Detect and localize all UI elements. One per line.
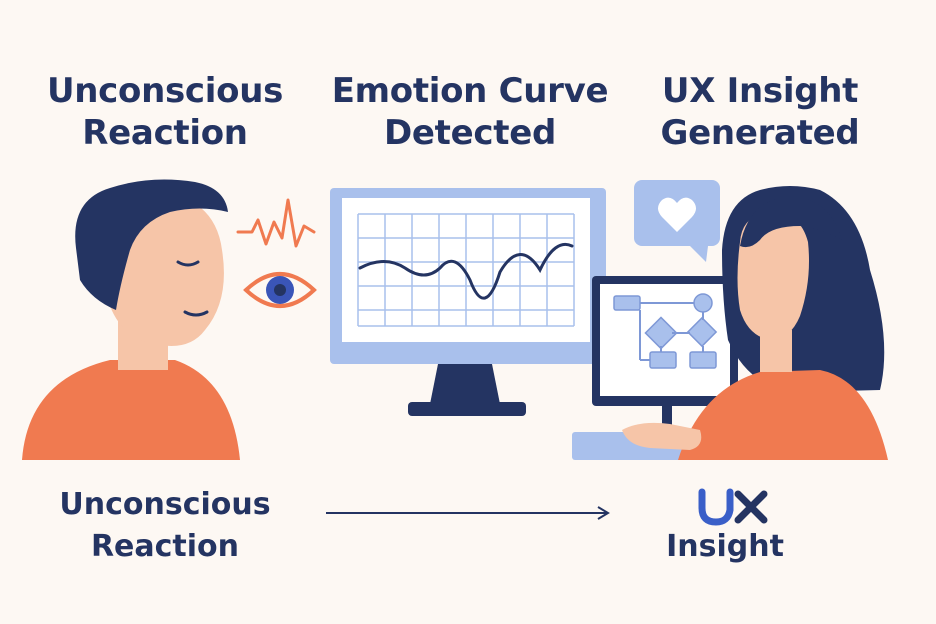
woman-hair-front xyxy=(740,196,842,248)
flowchart-connectors xyxy=(639,302,704,361)
title-emotion-curve-detected: Emotion Curve Detected xyxy=(320,70,620,154)
label-unconscious-reaction: Unconscious Reaction xyxy=(40,484,290,568)
title-unconscious-reaction: Unconscious Reaction xyxy=(20,70,310,154)
central-monitor xyxy=(330,188,606,416)
eye-icon xyxy=(243,272,317,308)
ux-logo-icon xyxy=(698,488,768,526)
man-shirt xyxy=(22,360,240,460)
emotion-curve xyxy=(358,243,574,300)
monitor-stand xyxy=(430,364,500,404)
arrow-right-icon xyxy=(326,506,610,520)
title-line: Reaction xyxy=(82,113,248,153)
man-smile xyxy=(183,310,209,317)
woman-illustration xyxy=(622,186,888,460)
woman-shirt xyxy=(678,370,888,460)
heart-speech-bubble-icon xyxy=(634,180,720,262)
right-monitor-stand xyxy=(662,406,672,432)
label-line: Unconscious xyxy=(59,487,271,522)
woman-face xyxy=(737,212,809,340)
man-illustration xyxy=(22,179,240,460)
man-hair xyxy=(75,179,228,310)
heartbeat-icon xyxy=(236,198,316,248)
title-line: Unconscious xyxy=(46,71,284,111)
man-closed-eye xyxy=(176,260,200,267)
right-monitor xyxy=(592,276,738,432)
title-line: Emotion Curve xyxy=(331,71,609,111)
monitor-base xyxy=(408,402,526,416)
monitor-grid xyxy=(357,213,575,327)
title-line: Generated xyxy=(660,113,860,153)
woman-neck xyxy=(760,330,792,372)
title-line: UX Insight xyxy=(661,71,859,111)
title-ux-insight-generated: UX Insight Generated xyxy=(630,70,890,154)
woman-hand xyxy=(622,422,702,450)
label-line: Reaction xyxy=(90,529,240,564)
label-insight: Insight xyxy=(666,529,784,564)
flowchart xyxy=(613,293,718,369)
title-line: Detected xyxy=(384,113,556,153)
